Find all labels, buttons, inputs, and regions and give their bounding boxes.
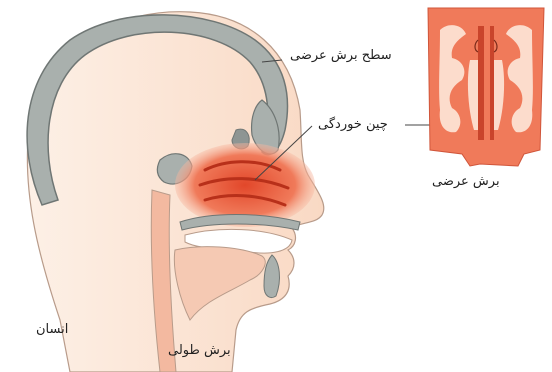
- label-sagittal-section: برش طولی: [168, 343, 231, 358]
- label-transverse-section: برش عرضی: [432, 174, 500, 189]
- label-transverse-plane: سطح برش عرضی: [290, 48, 392, 63]
- label-human: انسان: [36, 322, 68, 337]
- label-turbinates: چین خوردگی: [318, 117, 388, 132]
